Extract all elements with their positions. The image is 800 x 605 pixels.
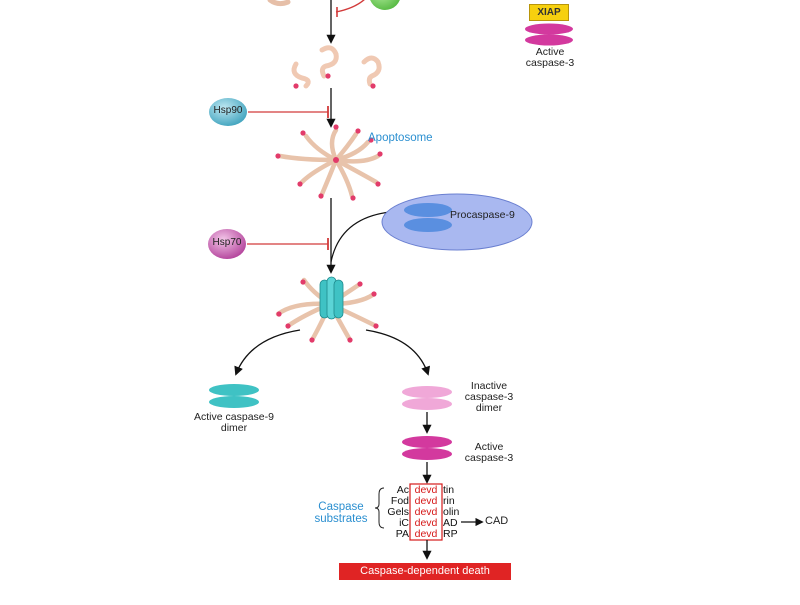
substrate-motif: devd xyxy=(414,528,438,540)
active-caspase3-top xyxy=(402,436,452,448)
cytochrome-c-molecules xyxy=(291,45,382,89)
substrate-motif: devd xyxy=(414,506,438,518)
substrate-prefix: PA xyxy=(395,528,409,540)
active-caspase3-label: Active caspase-3 xyxy=(464,441,514,465)
active-caspase3-top-label: Active caspase-3 xyxy=(525,46,575,70)
caspase-9-dimer-top xyxy=(209,384,259,396)
heme-dot xyxy=(293,83,299,89)
xiap-caspase3-top xyxy=(525,23,573,35)
caspase-substrates-label: Caspase substrates xyxy=(314,501,368,526)
substrate-prefix: Gels xyxy=(387,506,409,518)
substrate-motif: devd xyxy=(414,484,438,496)
active-caspase9-dimer-label: Active caspase-9 dimer xyxy=(194,411,274,435)
substrate-motif: devd xyxy=(414,517,438,529)
substrate-motif: devd xyxy=(414,495,438,507)
xiap-caspase3-bottom xyxy=(525,34,573,46)
cad-label: CAD xyxy=(485,515,509,527)
substrate-suffix: olin xyxy=(443,506,460,518)
substrate-prefix: iC xyxy=(399,517,409,529)
procaspase-9-disc-top xyxy=(404,203,452,217)
procaspase-9-group xyxy=(381,193,533,251)
substrate-suffix: AD xyxy=(443,517,458,529)
hsp90-label: Hsp90 xyxy=(213,105,243,116)
substrate-suffix: tin xyxy=(443,484,455,496)
xiap-label: XIAP xyxy=(529,4,569,21)
inactive-caspase3-bottom xyxy=(402,398,452,410)
substrates-brace xyxy=(374,487,385,529)
hsp90-protein xyxy=(209,98,247,126)
caspase-9-barrel xyxy=(319,276,344,320)
procaspase-9-label: Procaspase-9 xyxy=(450,209,515,221)
apoptosome xyxy=(277,127,381,199)
inactive-caspase3-dimer-label: Inactive caspase-3 dimer xyxy=(464,380,514,415)
apoptosome-dots xyxy=(275,124,383,201)
substrate-row: Gels devd olin xyxy=(384,507,459,518)
active-caspase3-bottom xyxy=(402,448,452,460)
caspase-9-dimer-bottom xyxy=(209,396,259,408)
holoenzyme-dots xyxy=(276,279,379,343)
hsp70-protein xyxy=(208,229,246,259)
caspase-dependent-death-label: Caspase-dependent death xyxy=(339,563,511,580)
substrate-suffix: RP xyxy=(443,528,458,540)
inactive-caspase3-top xyxy=(402,386,452,398)
arrow-to-inactive-caspase3 xyxy=(365,329,431,376)
top-inhibition-line xyxy=(335,0,365,13)
apoptosome-label: Apoptosome xyxy=(368,132,433,144)
top-cytochrome-fragment xyxy=(267,0,291,7)
arrow-to-caspase9-dimer xyxy=(234,329,301,376)
devd-motif-box xyxy=(409,483,443,541)
procaspase-9-disc-bottom xyxy=(404,218,452,232)
procaspase-join-arrow xyxy=(330,211,391,263)
substrate-prefix: Fod xyxy=(390,495,409,507)
top-green-protein xyxy=(370,0,400,10)
substrate-suffix: rin xyxy=(443,495,455,507)
substrate-row: PA devd RP xyxy=(384,529,458,540)
substrate-prefix: Ac xyxy=(396,484,409,496)
hsp70-label: Hsp70 xyxy=(212,237,242,248)
substrate-row: iC devd AD xyxy=(384,518,458,529)
